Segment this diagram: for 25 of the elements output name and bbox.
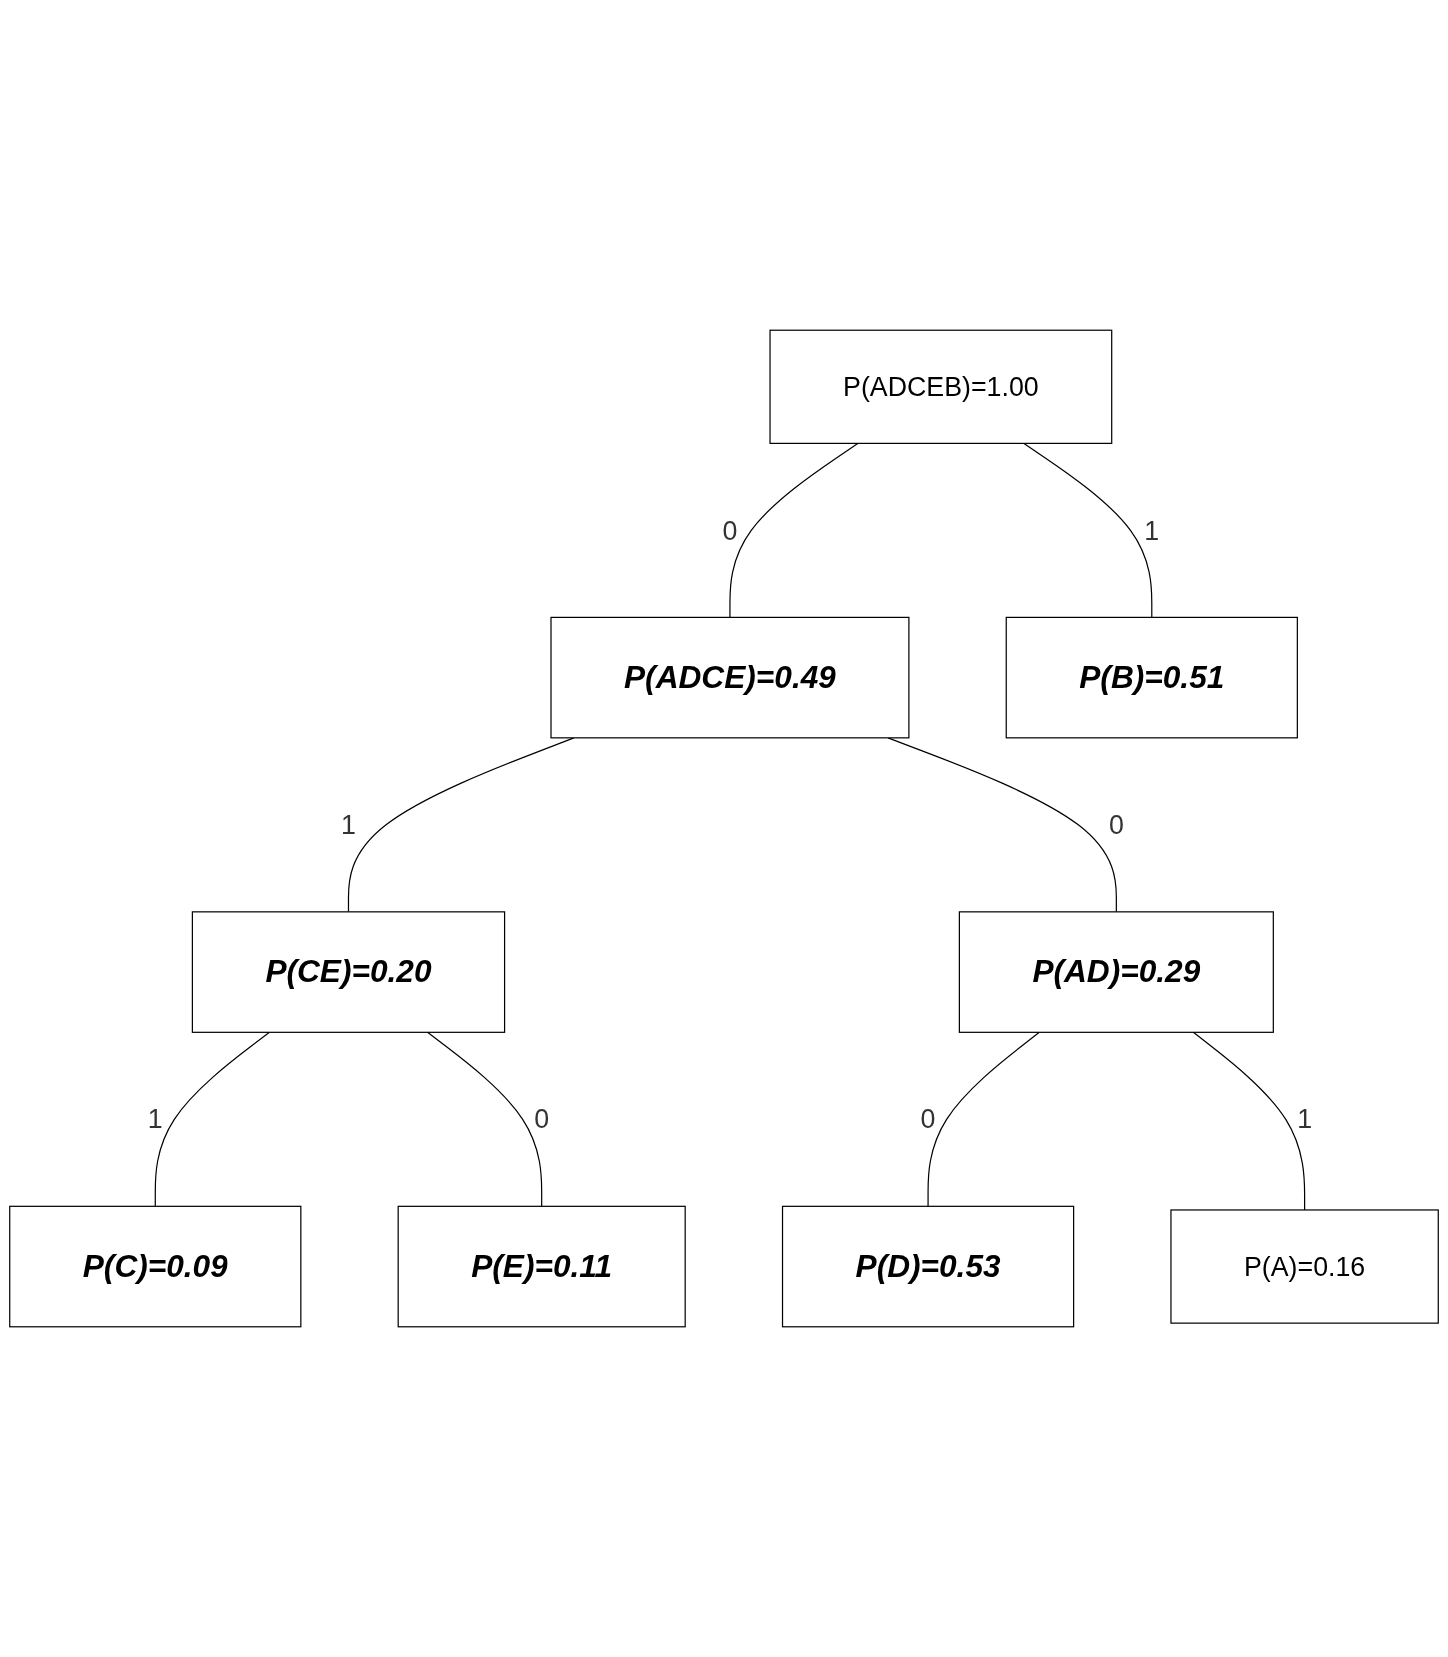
edge-label: 1 [1144, 515, 1160, 546]
node-box: P(D)=0.53 [781, 1205, 1075, 1328]
edge-label: 1 [1297, 1104, 1313, 1135]
connector [426, 1031, 543, 1207]
connector [887, 737, 1117, 913]
node-box: P(CE)=0.20 [191, 911, 506, 1033]
connector [1192, 1031, 1306, 1211]
edge-label: 0 [534, 1104, 550, 1135]
connector [154, 1031, 271, 1207]
node-box: P(E)=0.11 [397, 1205, 686, 1328]
connector [1023, 442, 1153, 618]
edge-label: 0 [722, 515, 738, 546]
node-box: P(ADCEB)=1.00 [769, 329, 1113, 444]
edge-label: 1 [341, 809, 356, 841]
node-box: P(AD)=0.29 [958, 911, 1274, 1033]
edge-label: 1 [147, 1104, 163, 1135]
edge-label: 0 [1108, 809, 1124, 841]
node-box: P(B)=0.51 [1005, 616, 1298, 739]
connector [347, 737, 575, 913]
node-box: P(A)=0.16 [1170, 1209, 1439, 1324]
node-box: P(ADCE)=0.49 [550, 616, 910, 739]
node-box: P(C)=0.09 [9, 1205, 302, 1328]
connector [927, 1031, 1040, 1207]
edge-label: 0 [920, 1104, 936, 1135]
connector [729, 442, 859, 618]
